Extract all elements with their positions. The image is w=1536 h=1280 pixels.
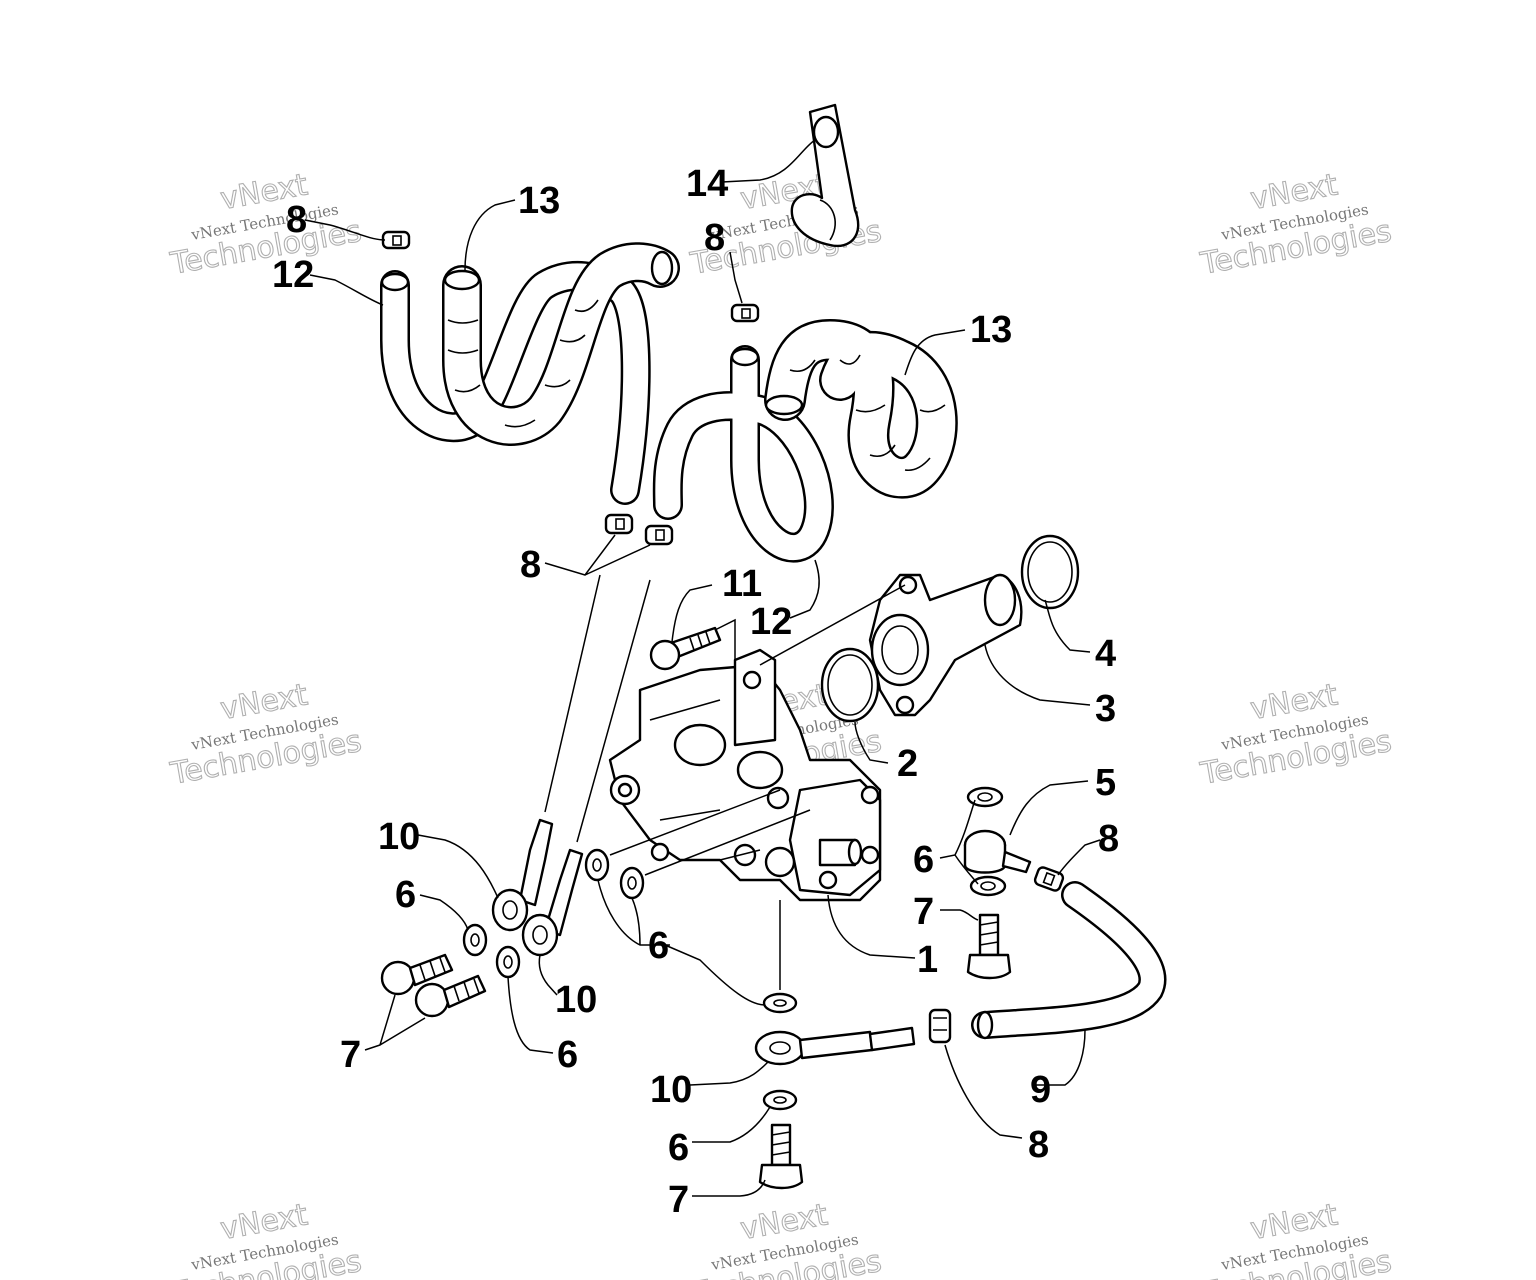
callouts: 14 13 8 12 8 13 8 11 12 4 3 2 5 8 6 10 6… [272,163,1119,1221]
callout-8: 8 [1028,1124,1049,1166]
callout-10: 10 [555,979,597,1021]
callout-6: 6 [395,874,416,916]
watermark: vNext Technologies vNext Technologies [167,677,365,793]
banjo-fitting-5 [963,829,1032,874]
callout-6: 6 [557,1034,578,1076]
clamp-8-mid-right [644,524,674,546]
bolt-7-bottom [758,1123,804,1190]
washer-6-left-1 [462,923,488,957]
callout-8: 8 [704,217,725,259]
callout-3: 3 [1095,688,1116,730]
callout-13: 13 [970,309,1012,351]
callout-13: 13 [518,180,560,222]
callout-12: 12 [272,254,314,296]
callout-10: 10 [650,1069,692,1111]
washer-6-right-top [966,786,1004,808]
watermark: vNext Technologies vNext Technologies [167,1197,365,1280]
callout-10: 10 [378,816,420,858]
hose-13-left [442,242,680,446]
bolt-7-left-upper [380,953,454,996]
washer-6-left-2 [495,945,521,979]
watermark: vNext Technologies vNext Technologies [687,1197,885,1280]
callout-7: 7 [913,891,934,933]
washer-6-right-bottom [969,875,1007,897]
watermark: vNext Technologies vNext Technologies [1197,1197,1395,1280]
callout-2: 2 [897,743,918,785]
banjo-fitting-10-bottom [754,1026,916,1066]
clamp-8-top-center [730,303,760,323]
washer-6-bottom [762,1089,798,1111]
callout-5: 5 [1095,762,1116,804]
clamp-8-mid-left [604,513,634,535]
bolt-7-right [966,913,1012,980]
callout-7: 7 [668,1179,689,1221]
clamp-8-right [1033,866,1065,892]
callout-9: 9 [1030,1069,1051,1111]
watermark: vNext Technologies vNext Technologies [167,167,365,283]
callout-4: 4 [1095,633,1116,675]
callout-6: 6 [913,839,934,881]
callout-8: 8 [520,544,541,586]
banjo-fitting-10-left-upper [491,818,554,932]
bolt-11 [649,626,722,671]
hose-12-right [652,345,834,563]
callout-6: 6 [648,925,669,967]
pump-assembly-1 [608,648,882,902]
clamp-8-top-left [381,230,411,250]
o-ring-4 [1020,534,1080,610]
callout-11: 11 [722,563,762,605]
callout-6: 6 [668,1127,689,1169]
clamp-8-bottom [928,1008,952,1044]
o-ring-2 [820,647,880,723]
callout-14: 14 [686,163,728,205]
water-neck-3 [868,573,1023,717]
banjo-fitting-10-left-lower [521,848,584,957]
bolt-7-left-lower [414,974,487,1018]
assembly-lines [544,574,906,990]
callout-7: 7 [340,1034,361,1076]
watermark: vNext Technologies vNext Technologies [1197,167,1395,283]
hose-12-left [380,260,651,505]
callout-8: 8 [286,199,307,241]
callout-12: 12 [750,601,792,643]
washer-6-left-3 [584,848,610,882]
leader-lines [304,139,1101,1197]
callout-1: 1 [917,939,938,981]
callout-8: 8 [1098,818,1119,860]
hose-9 [971,881,1167,1040]
watermark: vNext Technologies vNext Technologies [1197,677,1395,793]
washer-6-left-4 [619,866,645,900]
washer-6-bottom-top [762,992,798,1014]
bracket-14 [790,103,860,248]
hose-13-right [764,319,958,499]
